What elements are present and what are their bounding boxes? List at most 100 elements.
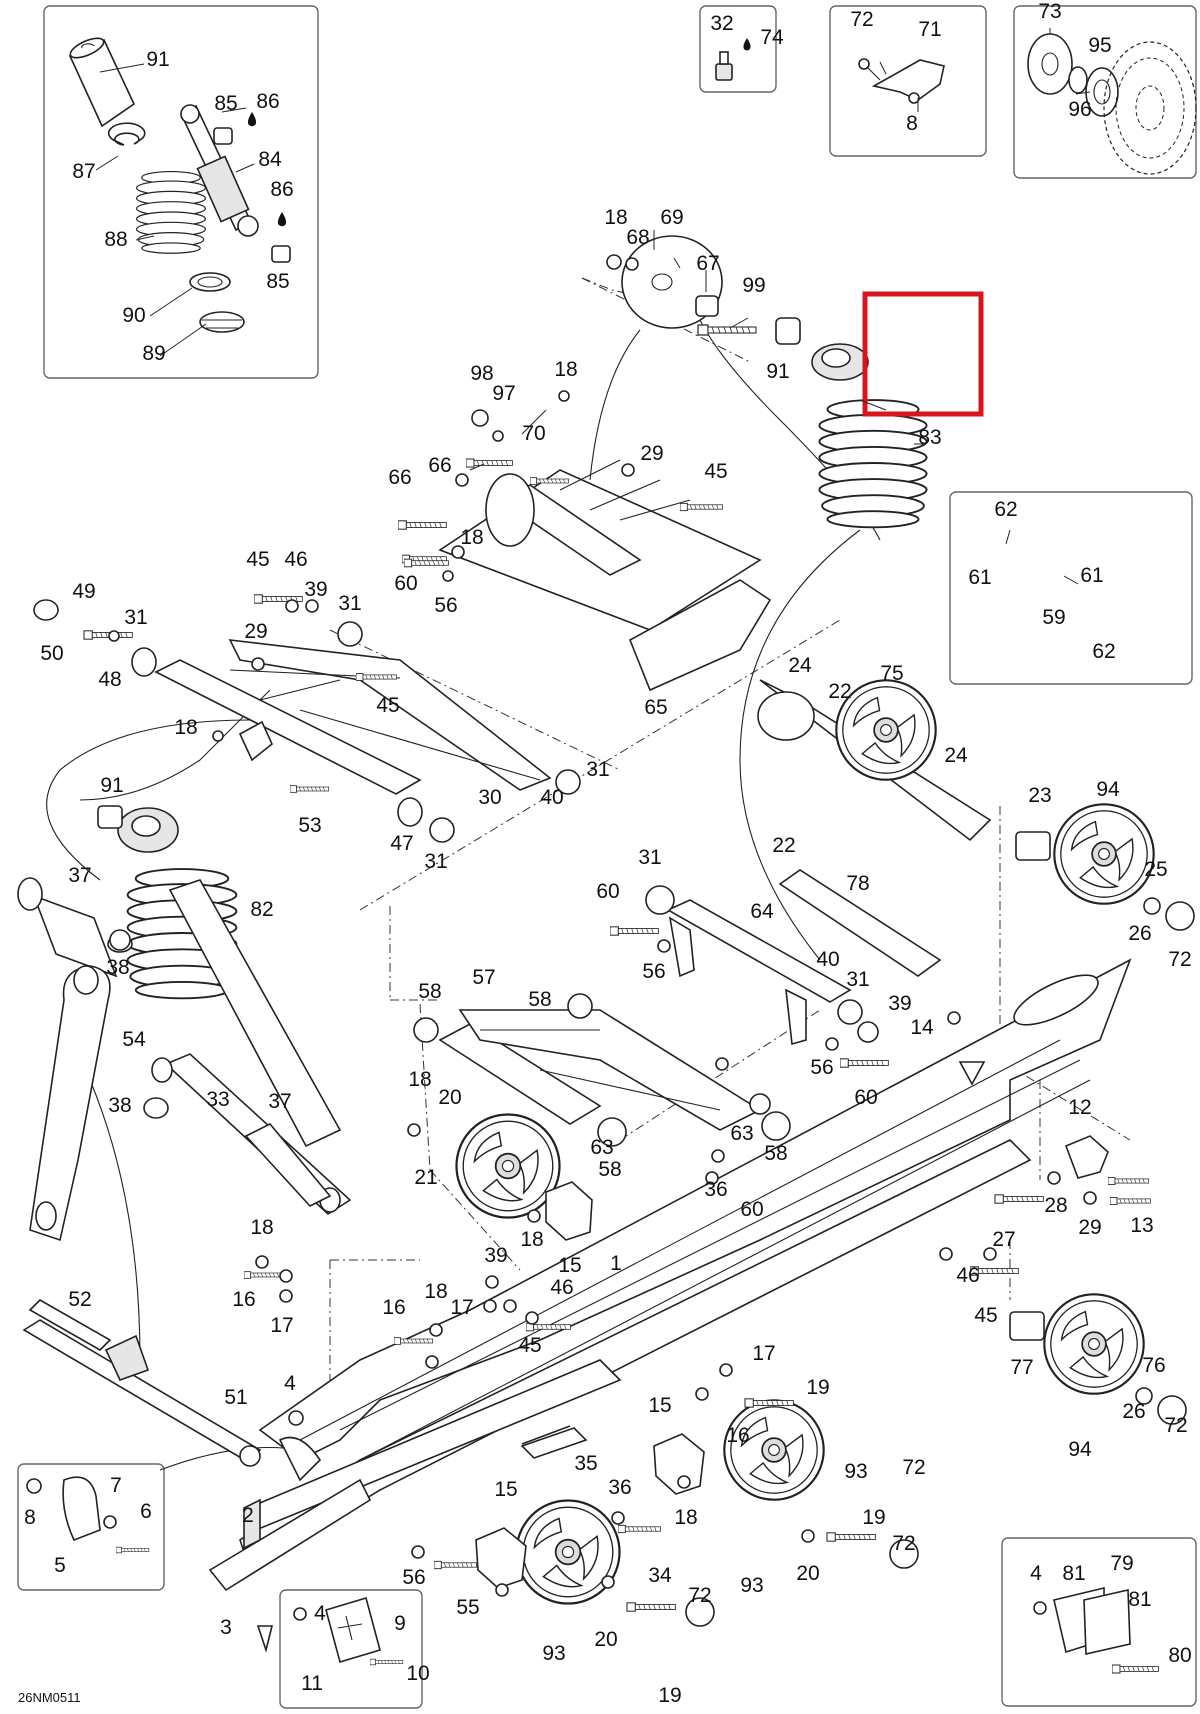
callout-33: 33 [206, 1088, 229, 1111]
callout-18: 18 [424, 1280, 447, 1303]
callout-45: 45 [704, 460, 727, 483]
callout-78: 78 [846, 872, 869, 895]
callout-60: 60 [596, 880, 619, 903]
stopper-parts [26, 1476, 1159, 1674]
callout-80: 80 [1168, 1644, 1191, 1667]
callout-15: 15 [494, 1478, 517, 1501]
callout-22: 22 [772, 834, 795, 857]
callout-93: 93 [542, 1642, 565, 1665]
callout-47: 47 [390, 832, 413, 855]
callout-11: 11 [301, 1672, 323, 1695]
callout-51: 51 [224, 1386, 247, 1409]
callout-16: 16 [726, 1424, 749, 1447]
callout-18: 18 [604, 206, 627, 229]
callout-17: 17 [752, 1342, 775, 1365]
callout-4: 4 [314, 1602, 326, 1625]
callout-31: 31 [846, 968, 869, 991]
callout-97: 97 [492, 382, 515, 405]
callout-45: 45 [974, 1304, 997, 1327]
callout-85: 85 [266, 270, 289, 293]
idler-wheels [455, 1113, 1187, 1627]
callout-86: 86 [256, 90, 279, 113]
callout-93: 93 [740, 1574, 763, 1597]
callout-19: 19 [862, 1506, 885, 1529]
callout-40: 40 [816, 948, 839, 971]
callout-58: 58 [418, 980, 441, 1003]
callout-20: 20 [438, 1086, 461, 1109]
callout-30: 30 [478, 786, 501, 809]
callout-29: 29 [1078, 1216, 1101, 1239]
callout-28: 28 [1044, 1194, 1067, 1217]
front-bar [22, 1053, 352, 1467]
callout-77: 77 [1010, 1356, 1033, 1379]
callout-46: 46 [956, 1264, 979, 1287]
callout-6: 6 [140, 1500, 152, 1523]
callout-29: 29 [244, 620, 267, 643]
callout-48: 48 [98, 668, 121, 691]
callout-29: 29 [640, 442, 663, 465]
rear-arm [413, 869, 961, 1178]
callout-89: 89 [142, 342, 165, 365]
callout-15: 15 [558, 1254, 581, 1277]
callout-93: 93 [844, 1460, 867, 1483]
callout-94: 94 [1068, 1438, 1092, 1461]
leader-lines [95, 28, 1091, 585]
callout-24: 24 [944, 744, 968, 767]
callout-2: 2 [242, 1504, 254, 1527]
callout-39: 39 [304, 578, 327, 601]
callout-21: 21 [414, 1166, 437, 1189]
callout-18: 18 [460, 526, 483, 549]
callout-81: 81 [1062, 1562, 1085, 1585]
callout-59: 59 [1042, 606, 1065, 629]
callout-69: 69 [660, 206, 683, 229]
inset-guard [829, 5, 987, 157]
callout-32: 32 [710, 12, 733, 35]
callout-35: 35 [574, 1452, 597, 1475]
callout-15: 15 [648, 1394, 671, 1417]
callout-18: 18 [250, 1216, 273, 1239]
callout-53: 53 [298, 814, 321, 837]
callout-19: 19 [806, 1376, 829, 1399]
callout-99: 99 [742, 274, 765, 297]
callout-45: 45 [518, 1334, 541, 1357]
callout-18: 18 [674, 1506, 697, 1529]
callout-26: 26 [1122, 1400, 1145, 1423]
highlight-box [862, 291, 984, 417]
callout-56: 56 [810, 1056, 833, 1079]
idler-axles [17, 679, 1195, 1148]
callout-17: 17 [450, 1296, 473, 1319]
callout-81: 81 [1128, 1588, 1151, 1611]
callout-63: 63 [730, 1122, 753, 1145]
callout-72: 72 [902, 1456, 925, 1479]
callout-36: 36 [704, 1178, 727, 1201]
front-arm [33, 594, 581, 843]
callout-4: 4 [284, 1372, 296, 1395]
callout-56: 56 [642, 960, 665, 983]
callout-49: 49 [72, 580, 95, 603]
callout-8: 8 [24, 1506, 36, 1529]
callout-1: 1 [610, 1252, 622, 1275]
inset-stopper [17, 1463, 165, 1591]
guard-part [858, 58, 945, 104]
callout-66: 66 [388, 466, 411, 489]
callout-61: 61 [968, 566, 991, 589]
callout-34: 34 [648, 1564, 672, 1587]
slider-blocks [475, 1135, 1109, 1589]
callout-13: 13 [1130, 1214, 1153, 1237]
inset-shock-parts [68, 37, 291, 333]
callout-86: 86 [270, 178, 293, 201]
callout-60: 60 [394, 572, 417, 595]
callout-37: 37 [268, 1090, 291, 1113]
callout-72: 72 [892, 1532, 915, 1555]
callout-27: 27 [992, 1228, 1015, 1251]
inset-slide-end [279, 1589, 423, 1709]
callout-31: 31 [586, 758, 609, 781]
callout-3: 3 [220, 1616, 232, 1639]
callout-12: 12 [1068, 1096, 1091, 1119]
callout-85: 85 [214, 92, 237, 115]
callout-24: 24 [788, 654, 812, 677]
callout-94: 94 [1096, 778, 1120, 801]
callout-16: 16 [382, 1296, 405, 1319]
callout-8: 8 [906, 112, 918, 135]
callout-39: 39 [888, 992, 911, 1015]
